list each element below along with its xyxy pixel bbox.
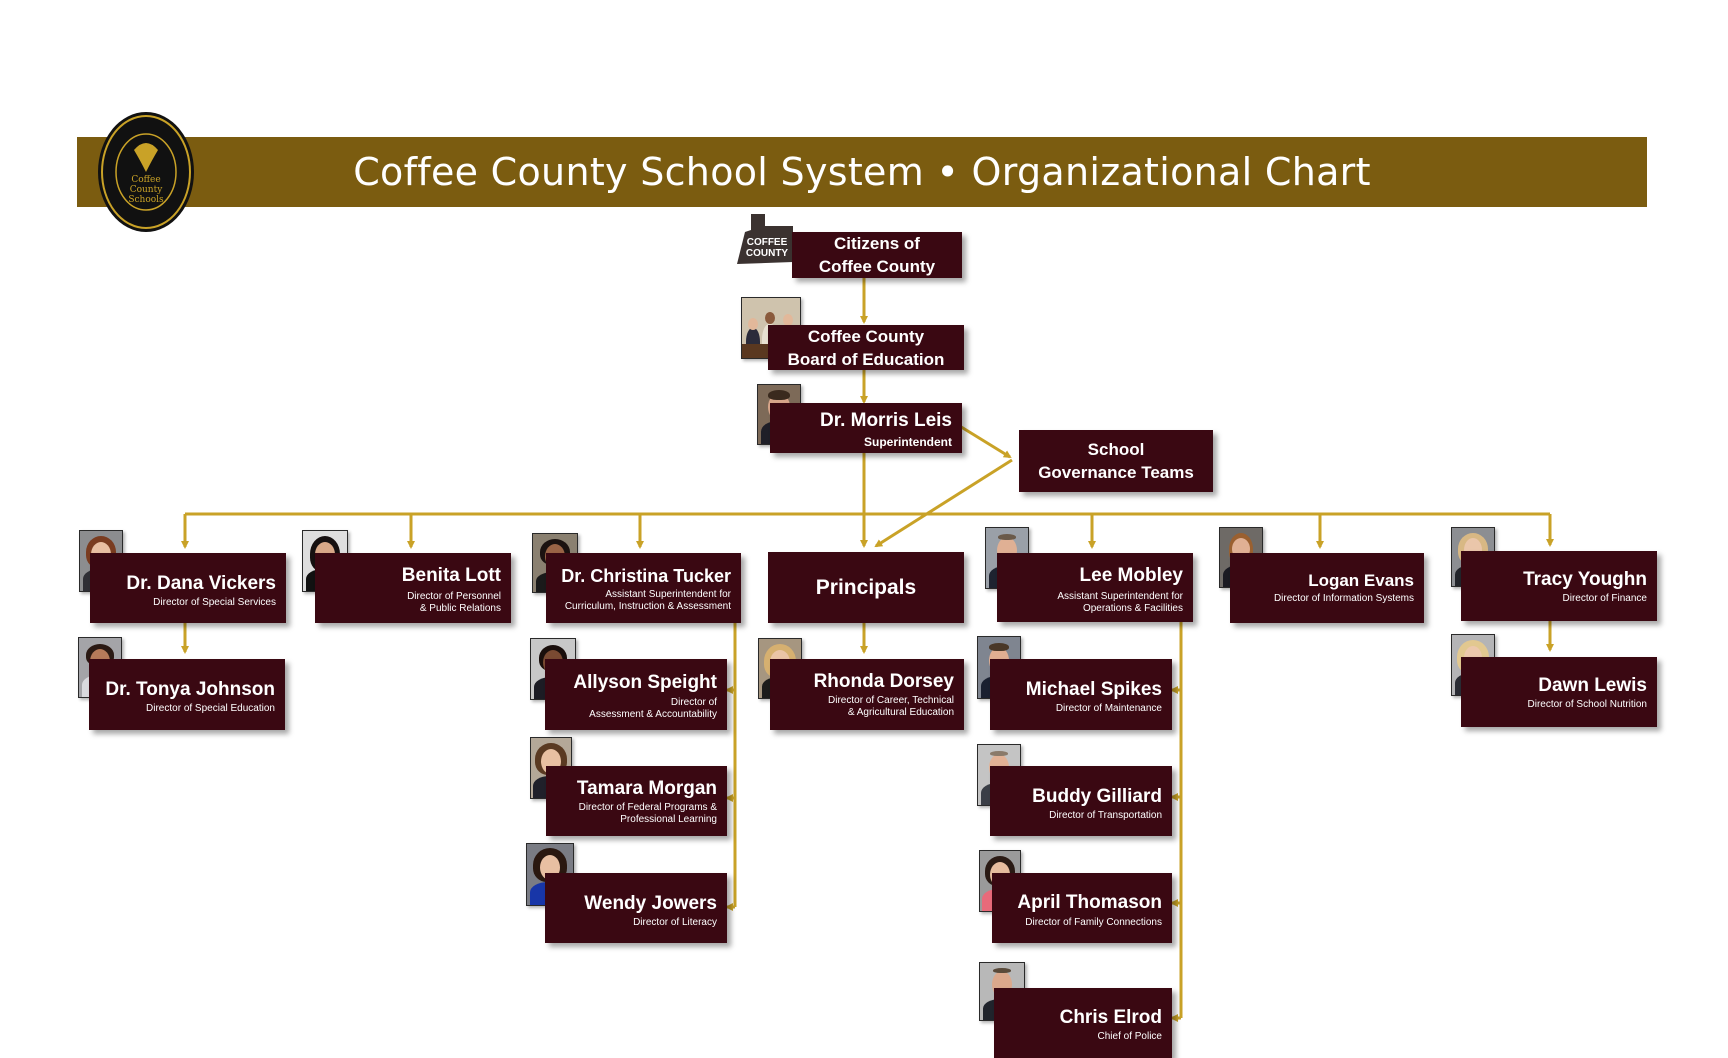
node-april-thomason: April Thomason Director of Family Connec… xyxy=(992,873,1172,943)
speight-role-line2: Assessment & Accountability xyxy=(589,709,717,720)
node-buddy-gilliard: Buddy Gilliard Director of Transportatio… xyxy=(990,766,1172,836)
dorsey-name: Rhonda Dorsey xyxy=(813,671,954,692)
morgan-role-line1: Director of Federal Programs & xyxy=(578,802,717,813)
logo-center-line1: Coffee xyxy=(131,175,160,185)
evans-role: Director of Information Systems xyxy=(1273,593,1414,604)
line-superintendent-governance xyxy=(957,423,1012,459)
dorsey-role-line1: Director of Career, Technical xyxy=(828,695,954,706)
speight-role-line1: Director of xyxy=(670,697,717,708)
principals-label: Principals xyxy=(815,576,917,599)
node-principals: Principals xyxy=(768,552,964,623)
vickers-name: Dr. Dana Vickers xyxy=(126,573,276,594)
page-title: Coffee County School System • Organizati… xyxy=(353,150,1371,194)
elrod-name: Chris Elrod xyxy=(1059,1007,1162,1028)
lott-role-line1: Director of Personnel xyxy=(407,591,501,602)
spikes-role: Director of Maintenance xyxy=(1055,703,1162,714)
title-banner: Coffee County School System • Organizati… xyxy=(77,137,1647,207)
county-map-label-line2: COUNTY xyxy=(746,248,789,259)
johnson-role: Director of Special Education xyxy=(146,703,275,714)
node-tonya-johnson: Dr. Tonya Johnson Director of Special Ed… xyxy=(89,659,285,730)
spikes-name: Michael Spikes xyxy=(1025,679,1162,700)
lott-role-line2: & Public Relations xyxy=(419,603,501,614)
node-dawn-lewis: Dawn Lewis Director of School Nutrition xyxy=(1461,657,1657,727)
thomason-role: Director of Family Connections xyxy=(1025,917,1162,928)
coffee-county-schools-logo: Coffee County Schools xyxy=(98,112,194,232)
elrod-role: Chief of Police xyxy=(1097,1031,1162,1042)
superintendent-name: Dr. Morris Leis xyxy=(820,410,952,431)
node-dana-vickers: Dr. Dana Vickers Director of Special Ser… xyxy=(90,553,286,623)
governance-line1: School xyxy=(1087,440,1145,459)
mobley-name: Lee Mobley xyxy=(1079,565,1183,586)
node-logan-evans: Logan Evans Director of Information Syst… xyxy=(1230,553,1424,623)
morgan-role-line2: Professional Learning xyxy=(620,814,717,825)
jowers-name: Wendy Jowers xyxy=(584,893,717,914)
node-allyson-speight: Allyson Speight Director of Assessment &… xyxy=(545,659,727,730)
node-christina-tucker: Dr. Christina Tucker Assistant Superinte… xyxy=(546,553,741,623)
board-line1: Coffee County xyxy=(807,327,925,346)
vickers-role: Director of Special Services xyxy=(153,597,276,608)
board-line2: Board of Education xyxy=(787,350,945,369)
jowers-role: Director of Literacy xyxy=(633,917,717,928)
logo-center-line3: Schools xyxy=(128,195,164,205)
node-michael-spikes: Michael Spikes Director of Maintenance xyxy=(990,659,1172,730)
line-governance-principals xyxy=(874,458,1013,548)
tucker-role-line1: Assistant Superintendent for xyxy=(605,589,731,600)
node-tracy-youghn: Tracy Youghn Director of Finance xyxy=(1461,551,1657,621)
coffee-county-map-icon: COFFEE COUNTY xyxy=(737,214,793,264)
evans-name: Logan Evans xyxy=(1308,571,1414,590)
mobley-role-line2: Operations & Facilities xyxy=(1082,603,1183,614)
node-superintendent: Dr. Morris Leis Superintendent xyxy=(770,403,962,453)
thomason-name: April Thomason xyxy=(1017,892,1162,913)
lewis-name: Dawn Lewis xyxy=(1538,675,1647,696)
gilliard-role: Director of Transportation xyxy=(1049,810,1162,821)
logo-center-line2: County xyxy=(130,185,164,195)
youghn-role: Director of Finance xyxy=(1562,593,1647,604)
node-wendy-jowers: Wendy Jowers Director of Literacy xyxy=(545,873,727,943)
speight-name: Allyson Speight xyxy=(573,672,717,693)
node-board-of-education: Coffee County Board of Education xyxy=(768,325,964,370)
superintendent-role: Superintendent xyxy=(863,435,952,449)
node-chris-elrod: Chris Elrod Chief of Police xyxy=(994,988,1172,1058)
node-school-governance-teams: School Governance Teams xyxy=(1019,430,1213,492)
node-benita-lott: Benita Lott Director of Personnel & Publ… xyxy=(315,553,511,623)
morgan-name: Tamara Morgan xyxy=(576,778,717,799)
johnson-name: Dr. Tonya Johnson xyxy=(105,679,275,700)
county-map-label-line1: COFFEE xyxy=(747,237,788,248)
node-citizens: Citizens of Coffee County xyxy=(792,232,962,278)
citizens-line2: Coffee County xyxy=(818,257,936,276)
tucker-name: Dr. Christina Tucker xyxy=(561,566,731,586)
gilliard-name: Buddy Gilliard xyxy=(1032,786,1162,807)
node-rhonda-dorsey: Rhonda Dorsey Director of Career, Techni… xyxy=(770,659,964,730)
governance-line2: Governance Teams xyxy=(1038,463,1194,482)
citizens-line1: Citizens of xyxy=(834,234,920,253)
lewis-role: Director of School Nutrition xyxy=(1527,699,1648,710)
node-tamara-morgan: Tamara Morgan Director of Federal Progra… xyxy=(546,766,727,836)
lott-name: Benita Lott xyxy=(401,565,501,586)
dorsey-role-line2: & Agricultural Education xyxy=(847,707,954,718)
node-lee-mobley: Lee Mobley Assistant Superintendent for … xyxy=(997,553,1193,622)
youghn-name: Tracy Youghn xyxy=(1523,569,1647,590)
tucker-role-line2: Curriculum, Instruction & Assessment xyxy=(564,601,731,612)
mobley-role-line1: Assistant Superintendent for xyxy=(1057,591,1183,602)
